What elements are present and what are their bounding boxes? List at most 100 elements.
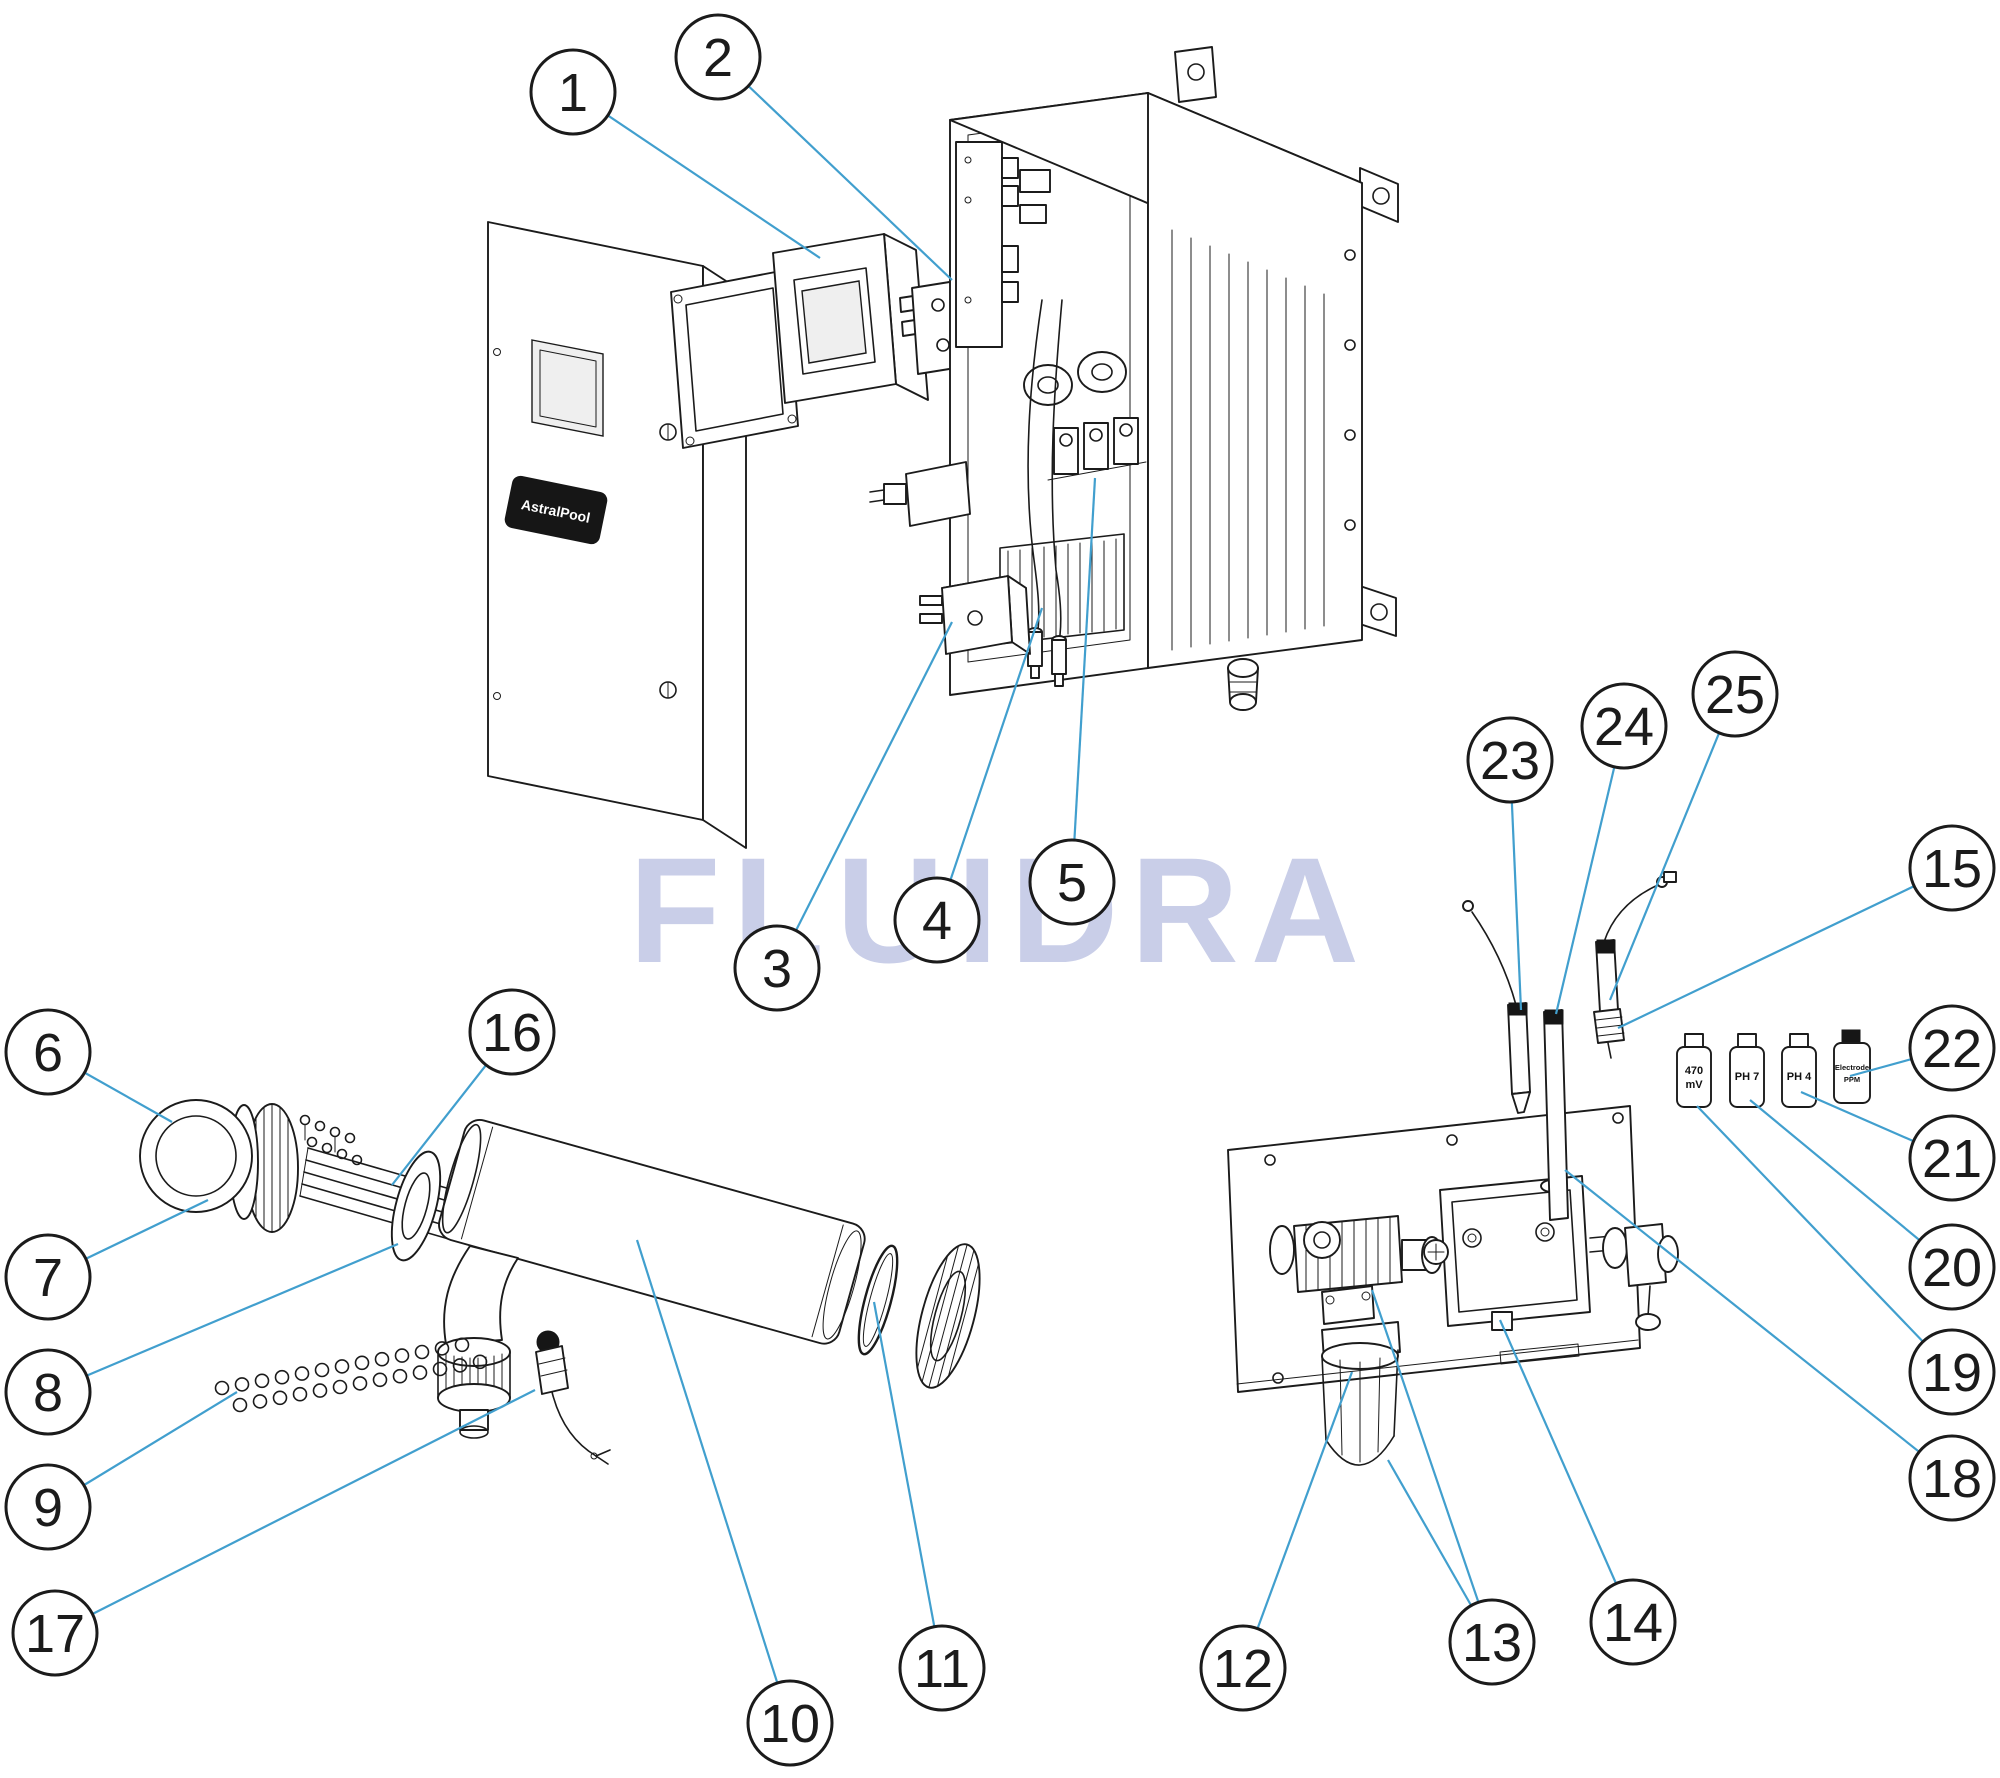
callout-circle-11[interactable]	[898, 1624, 986, 1712]
callout-3[interactable]: 3	[733, 621, 953, 1012]
callout-8[interactable]: 8	[4, 1242, 399, 1436]
callout-circle-4[interactable]	[893, 876, 981, 964]
callout-10[interactable]: 10	[635, 1239, 834, 1767]
callout-9[interactable]: 9	[4, 1391, 238, 1551]
callout-circle-6[interactable]	[4, 1008, 92, 1096]
callout-21[interactable]: 21	[1800, 1090, 1996, 1202]
callout-circle-14[interactable]	[1589, 1578, 1677, 1666]
callout-circle-23[interactable]	[1466, 716, 1554, 804]
callout-22[interactable]: 22	[1849, 1004, 1996, 1092]
mounting-plate-part	[1272, 1372, 1284, 1384]
callout-12[interactable]: 12	[1199, 1371, 1354, 1712]
callout-11[interactable]: 11	[872, 1301, 986, 1712]
callout-circle-7[interactable]	[4, 1233, 92, 1321]
mounting-tab-part	[1372, 187, 1390, 205]
mounting-tab-part	[1174, 46, 1217, 103]
spare-pins-chain-part	[414, 1344, 430, 1360]
callout-circle-2[interactable]	[674, 13, 762, 101]
probe-free-chlorine-part	[1596, 1024, 1624, 1029]
callout-circle-20[interactable]	[1908, 1223, 1996, 1311]
spare-pins-chain-part	[352, 1376, 368, 1391]
callout-18[interactable]: 18	[1564, 1169, 1996, 1522]
callout-number-23: 23	[1480, 731, 1540, 791]
calibration-bottle-470mv-part: 470	[1685, 1065, 1703, 1077]
cell-tube-part	[811, 1224, 844, 1338]
callout-circle-12[interactable]	[1199, 1624, 1287, 1712]
calibration-bottle-470mv: 470 mV	[1676, 1033, 1712, 1108]
shutoff-valve	[1589, 1223, 1679, 1331]
callout-7[interactable]: 7	[4, 1199, 209, 1321]
control-pcb-part	[964, 196, 972, 204]
callout-circle-9[interactable]	[4, 1463, 92, 1551]
terminal-blocks-part	[1053, 427, 1079, 475]
callout-5[interactable]: 5	[1028, 477, 1116, 926]
callout-2[interactable]: 2	[674, 13, 953, 281]
calibration-bottle-ph4: PH 4	[1781, 1033, 1817, 1108]
callout-25[interactable]: 25	[1608, 650, 1779, 1001]
probe-orp-part	[1511, 1091, 1531, 1114]
calibration-bottle-470mv-part	[1684, 1033, 1704, 1048]
callout-number-10: 10	[760, 1694, 820, 1754]
flow-cell-part	[1540, 1227, 1550, 1237]
spare-pins-chain-part	[294, 1366, 310, 1381]
calibration-bottle-electrode-part: Electrode	[1835, 1063, 1869, 1072]
mounting-tab-part	[1359, 167, 1399, 223]
callout-circle-13[interactable]	[1448, 1598, 1536, 1686]
callout-circle-25[interactable]	[1691, 650, 1779, 738]
cell-elbow-fitting-part	[443, 1245, 519, 1345]
transformer	[919, 575, 1031, 655]
calibration-bottle-ph7-part	[1729, 1046, 1765, 1108]
spare-pins-chain-part	[232, 1397, 248, 1413]
callout-4[interactable]: 4	[893, 607, 1044, 964]
calibration-bottle-ph7: PH 7	[1729, 1033, 1765, 1108]
callout-20[interactable]: 20	[1749, 1099, 1996, 1311]
callout-circle-1[interactable]	[529, 48, 617, 136]
power-switch-part	[869, 489, 885, 493]
sensor-plug-part	[1051, 639, 1067, 675]
shutoff-valve-part	[1602, 1227, 1628, 1269]
callout-circle-19[interactable]	[1908, 1328, 1996, 1416]
callout-circle-16[interactable]	[468, 988, 556, 1076]
callout-24[interactable]: 24	[1554, 682, 1668, 1015]
probe-free-chlorine-part	[1597, 1032, 1625, 1037]
callout-14[interactable]: 14	[1498, 1319, 1677, 1666]
flow-cell-part	[1451, 1189, 1578, 1313]
callout-circle-22[interactable]	[1908, 1004, 1996, 1092]
probe-free-chlorine-part	[1603, 884, 1659, 943]
callout-16[interactable]: 16	[391, 988, 556, 1186]
callout-number-3: 3	[762, 939, 792, 999]
cell-tube	[438, 1119, 866, 1345]
enclosure-screws-part	[1344, 339, 1356, 351]
spare-pins-chain-part	[412, 1365, 428, 1380]
callout-circle-8[interactable]	[4, 1348, 92, 1436]
callout-number-20: 20	[1922, 1238, 1982, 1298]
electrode-holder	[390, 1150, 442, 1262]
spare-pins-chain-part	[314, 1362, 330, 1378]
callout-circle-10[interactable]	[746, 1679, 834, 1767]
mounting-tab	[1174, 46, 1399, 637]
callout-circle-3[interactable]	[733, 924, 821, 1012]
callout-circle-5[interactable]	[1028, 838, 1116, 926]
o-ring-part	[862, 1253, 894, 1347]
probe-free-chlorine	[1593, 871, 1677, 1059]
callout-circle-24[interactable]	[1580, 682, 1668, 770]
callout-circle-21[interactable]	[1908, 1114, 1996, 1202]
callout-13[interactable]: 13	[1370, 1289, 1536, 1686]
callout-15[interactable]: 15	[1617, 824, 1996, 1029]
callout-19[interactable]: 19	[1696, 1105, 1996, 1416]
mounting-plate-part	[1612, 1112, 1624, 1124]
callout-circle-18[interactable]	[1908, 1434, 1996, 1522]
callout-6[interactable]: 6	[4, 1008, 173, 1123]
leader-line-20	[1749, 1099, 1953, 1268]
callout-23[interactable]: 23	[1466, 716, 1554, 1011]
circulation-pump	[1269, 1215, 1443, 1325]
callout-circle-15[interactable]	[1908, 824, 1996, 912]
leader-line-2	[717, 56, 953, 281]
circulation-pump-part	[1325, 1295, 1335, 1305]
terminal-blocks-part	[1083, 422, 1109, 470]
callout-1[interactable]: 1	[529, 48, 821, 259]
callout-circle-17[interactable]	[11, 1589, 99, 1677]
callout-number-21: 21	[1922, 1129, 1982, 1189]
callout-17[interactable]: 17	[11, 1389, 536, 1677]
